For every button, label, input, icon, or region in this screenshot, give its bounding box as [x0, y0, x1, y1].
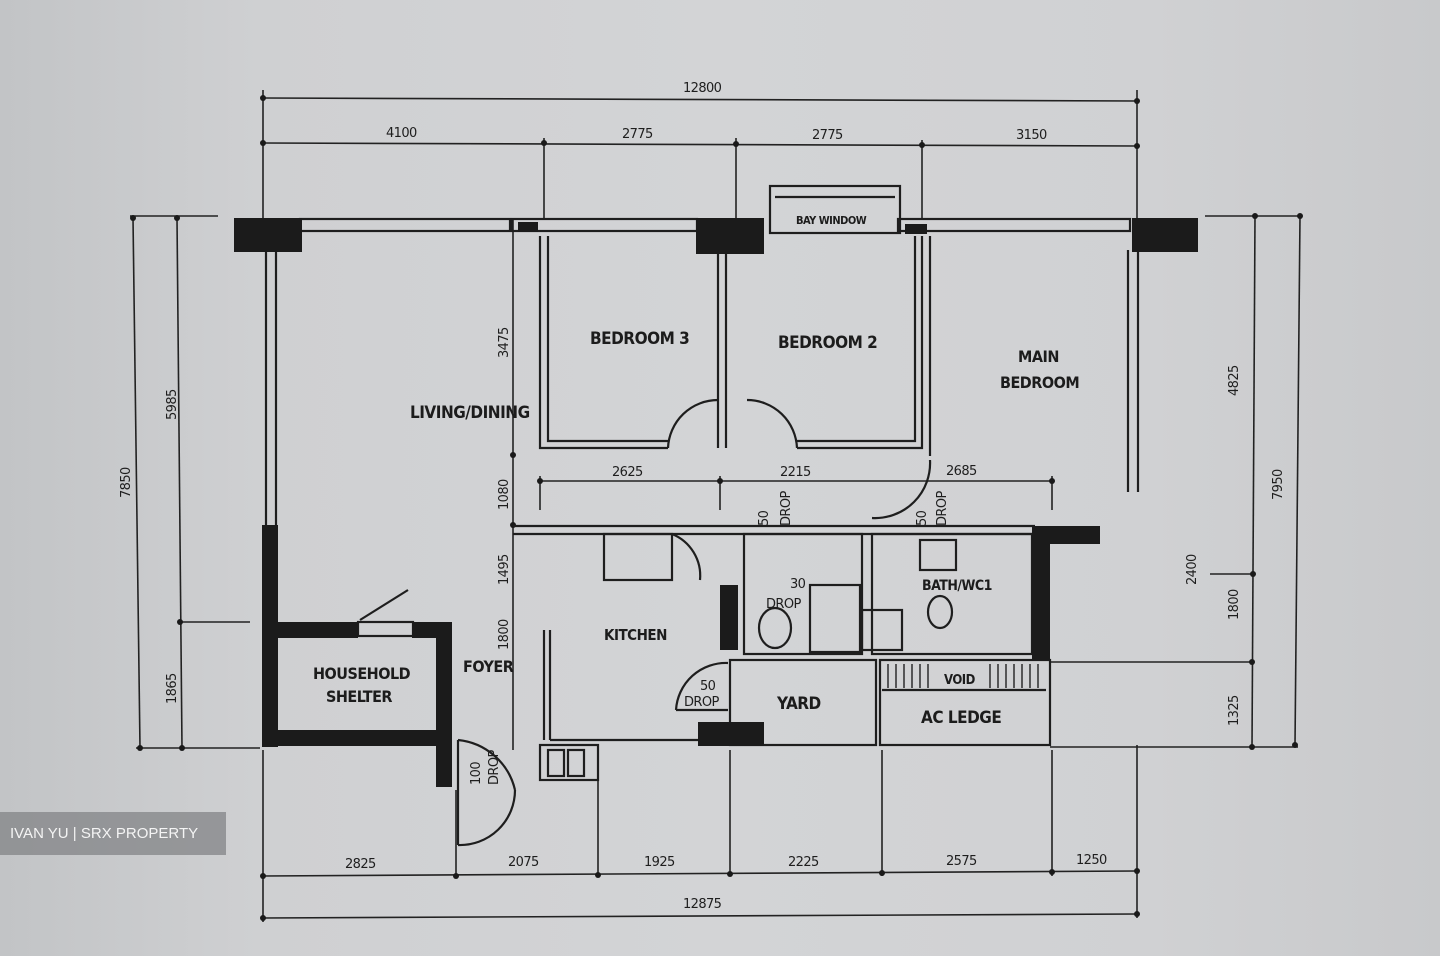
dim-inner-v-4: 1800 [497, 619, 512, 650]
dim-right-seg-3: 1325 [1227, 695, 1242, 726]
dim-left-seg-1: 5985 [165, 389, 180, 420]
dimension-lines [130, 90, 1302, 922]
watermark: IVAN YU | SRX PROPERTY [0, 812, 226, 855]
dim-left-total: 7850 [119, 467, 134, 498]
room-label-bedroom-2: BEDROOM 2 [778, 333, 877, 353]
dim-right-small: 2400 [1185, 554, 1200, 585]
dim-top-total: 12800 [683, 81, 722, 96]
drop-value-bath2: 30 [790, 577, 806, 592]
walls [264, 184, 1140, 847]
drop-value-top2: 50 [915, 510, 930, 526]
room-label-household-shelter-line1: HOUSEHOLD [313, 664, 411, 683]
room-label-main-bedroom-line1: MAIN [1018, 347, 1059, 366]
void-hatching [887, 664, 1039, 688]
room-label-bedroom-3: BEDROOM 3 [590, 329, 689, 349]
drop-label-bath2: DROP [766, 597, 801, 612]
dim-inner-h-3: 2685 [946, 464, 977, 479]
room-label-foyer: FOYER [463, 657, 514, 676]
room-label-bay-window: BAY WINDOW [796, 214, 867, 227]
room-label-main-bedroom-line2: BEDROOM [1000, 373, 1079, 392]
drop-label-top2: DROP [935, 491, 950, 526]
dim-bottom-seg-3: 1925 [644, 855, 675, 870]
room-label-kitchen: KITCHEN [604, 626, 667, 644]
drop-value-top1: 50 [757, 510, 772, 526]
room-label-void: VOID [944, 673, 976, 688]
drop-value-yard: 50 [700, 679, 716, 694]
dim-right-seg-1: 4825 [1227, 365, 1242, 396]
dimension-ticks [130, 95, 1303, 921]
dim-top-seg-3: 2775 [812, 128, 843, 143]
room-label-living-dining: LIVING/DINING [410, 403, 530, 423]
dim-top-seg-4: 3150 [1016, 128, 1047, 143]
dim-right-total: 7950 [1271, 469, 1286, 500]
drop-value-entrance: 100 [469, 762, 484, 785]
dim-top-seg-1: 4100 [386, 126, 417, 141]
drop-label-top1: DROP [779, 491, 794, 526]
dim-bottom-total: 12875 [683, 897, 722, 912]
dim-bottom-seg-2: 2075 [508, 855, 539, 870]
room-label-yard: YARD [776, 694, 821, 714]
dim-inner-v-1: 3475 [497, 327, 512, 358]
dim-right-seg-2: 1800 [1227, 589, 1242, 620]
dim-bottom-seg-5: 2575 [946, 854, 977, 869]
dim-bottom-seg-4: 2225 [788, 855, 819, 870]
dim-bottom-seg-1: 2825 [345, 857, 376, 872]
dim-inner-h-1: 2625 [612, 465, 643, 480]
dim-left-seg-2: 1865 [165, 673, 180, 704]
drop-label-entrance: DROP [487, 750, 502, 785]
structural-columns [234, 218, 1198, 787]
room-label-household-shelter-line2: SHELTER [326, 687, 392, 706]
dim-inner-v-2: 1080 [497, 479, 512, 510]
dim-bottom-seg-6: 1250 [1076, 853, 1107, 868]
room-label-ac-ledge: AC LEDGE [921, 708, 1001, 728]
dim-inner-h-2: 2215 [780, 465, 811, 480]
dim-top-seg-2: 2775 [622, 127, 653, 142]
dim-inner-v-3: 1495 [497, 554, 512, 585]
drop-label-yard: DROP [684, 695, 719, 710]
room-label-bath-wc1: BATH/WC1 [922, 578, 992, 594]
